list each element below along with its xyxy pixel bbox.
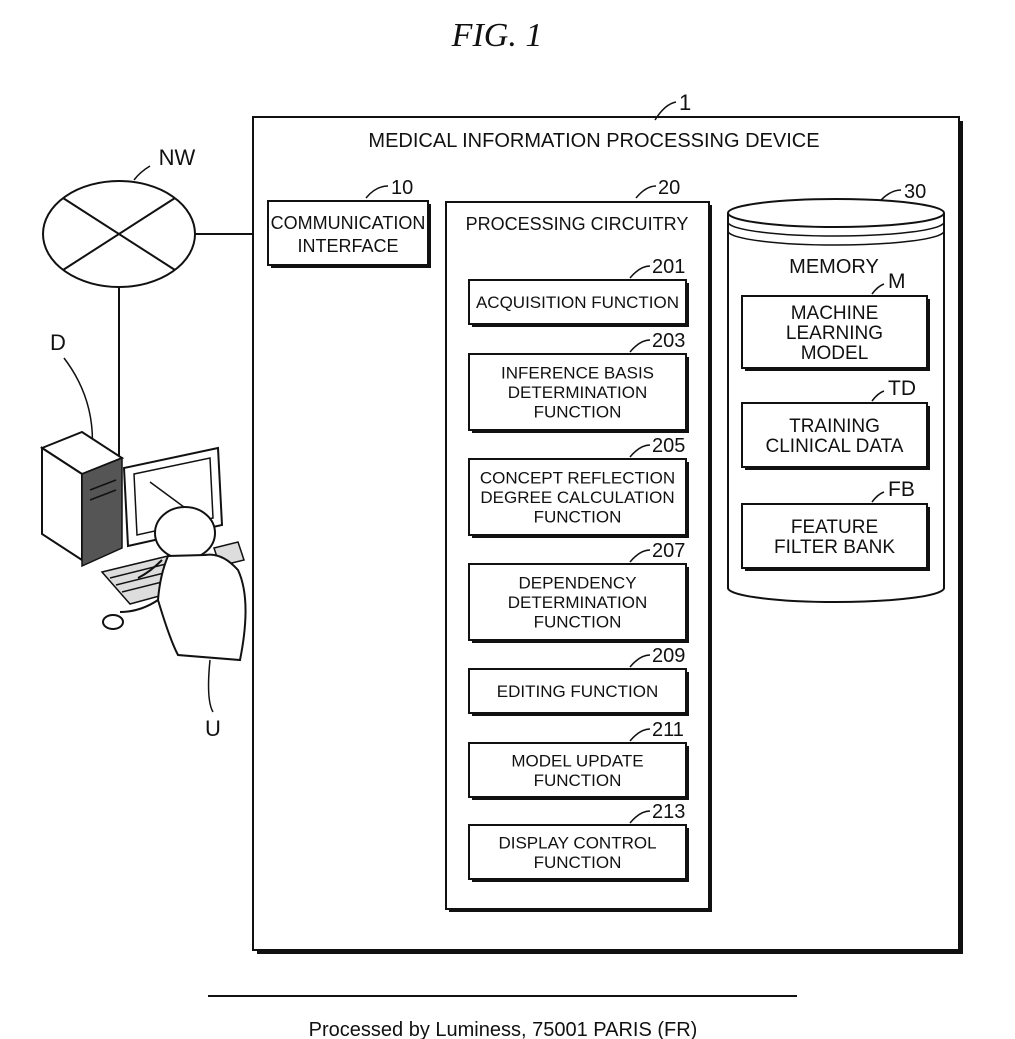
memory-item-label: LEARNING bbox=[786, 323, 883, 344]
memory-item-label: MODEL bbox=[801, 343, 869, 364]
memory-item-label: FEATURE bbox=[791, 517, 878, 538]
function-ref: 213 bbox=[652, 801, 685, 823]
proc-ref: 20 bbox=[658, 177, 680, 199]
memory-item-label: CLINICAL DATA bbox=[766, 436, 904, 457]
figure-title: FIG. 1 bbox=[451, 17, 543, 54]
proc-title: PROCESSING CIRCUITRY bbox=[466, 214, 689, 234]
function-label: DEPENDENCY bbox=[518, 574, 636, 593]
memory-item-ref: FB bbox=[888, 478, 915, 501]
user-label: U bbox=[205, 716, 221, 741]
memory-item-ref: M bbox=[888, 270, 906, 293]
memory-item-label: MACHINE bbox=[791, 303, 879, 324]
function-ref: 211 bbox=[652, 719, 684, 741]
function-label: INFERENCE BASIS bbox=[501, 364, 654, 383]
function-ref: 205 bbox=[652, 435, 685, 457]
function-ref: 203 bbox=[652, 330, 685, 352]
memory-item-label: FILTER BANK bbox=[774, 537, 895, 558]
comm-line-2: INTERFACE bbox=[297, 236, 398, 256]
device-title: MEDICAL INFORMATION PROCESSING DEVICE bbox=[368, 130, 819, 152]
function-label: ACQUISITION FUNCTION bbox=[476, 293, 679, 312]
function-label: DETERMINATION bbox=[508, 383, 647, 402]
function-label: FUNCTION bbox=[534, 508, 622, 527]
network-label: NW bbox=[159, 145, 196, 170]
function-label: MODEL UPDATE bbox=[511, 751, 643, 770]
network-leader bbox=[134, 166, 150, 180]
function-ref: 209 bbox=[652, 645, 685, 667]
function-label: FUNCTION bbox=[534, 613, 622, 632]
network-node: NW bbox=[43, 145, 253, 464]
function-label: DISPLAY CONTROL bbox=[498, 833, 656, 852]
function-label: FUNCTION bbox=[534, 403, 622, 422]
memory-cylinder: 30 MEMORY M MACHINELEARNINGMODEL TD TRAININ… bbox=[728, 181, 944, 602]
footer-text: Processed by Luminess, 75001 PARIS (FR) bbox=[309, 1019, 698, 1039]
function-label: EDITING FUNCTION bbox=[497, 682, 659, 701]
function-label: CONCEPT REFLECTION bbox=[480, 469, 675, 488]
function-label: FUNCTION bbox=[534, 853, 622, 872]
terminal-illustration: D U bbox=[42, 330, 246, 741]
memory-item-list: M MACHINELEARNINGMODEL TD TRAININGCLINICAL … bbox=[742, 270, 930, 571]
function-ref: 201 bbox=[652, 256, 685, 278]
memory-title: MEMORY bbox=[789, 256, 879, 278]
user-leader bbox=[209, 660, 213, 712]
function-label: DETERMINATION bbox=[508, 593, 647, 612]
memory-item-ref: TD bbox=[888, 377, 916, 400]
function-ref: 207 bbox=[652, 540, 685, 562]
memory-ref: 30 bbox=[904, 181, 926, 203]
terminal-label: D bbox=[50, 330, 66, 355]
comm-ref: 10 bbox=[391, 177, 413, 199]
device-ref: 1 bbox=[679, 90, 691, 115]
function-label: FUNCTION bbox=[534, 771, 622, 790]
comm-line-1: COMMUNICATION bbox=[271, 213, 426, 233]
function-label: DEGREE CALCULATION bbox=[480, 488, 674, 507]
processing-circuitry-box: 20 PROCESSING CIRCUITRY 201ACQUISITION F… bbox=[446, 177, 712, 912]
memory-item-label: TRAINING bbox=[789, 416, 880, 437]
